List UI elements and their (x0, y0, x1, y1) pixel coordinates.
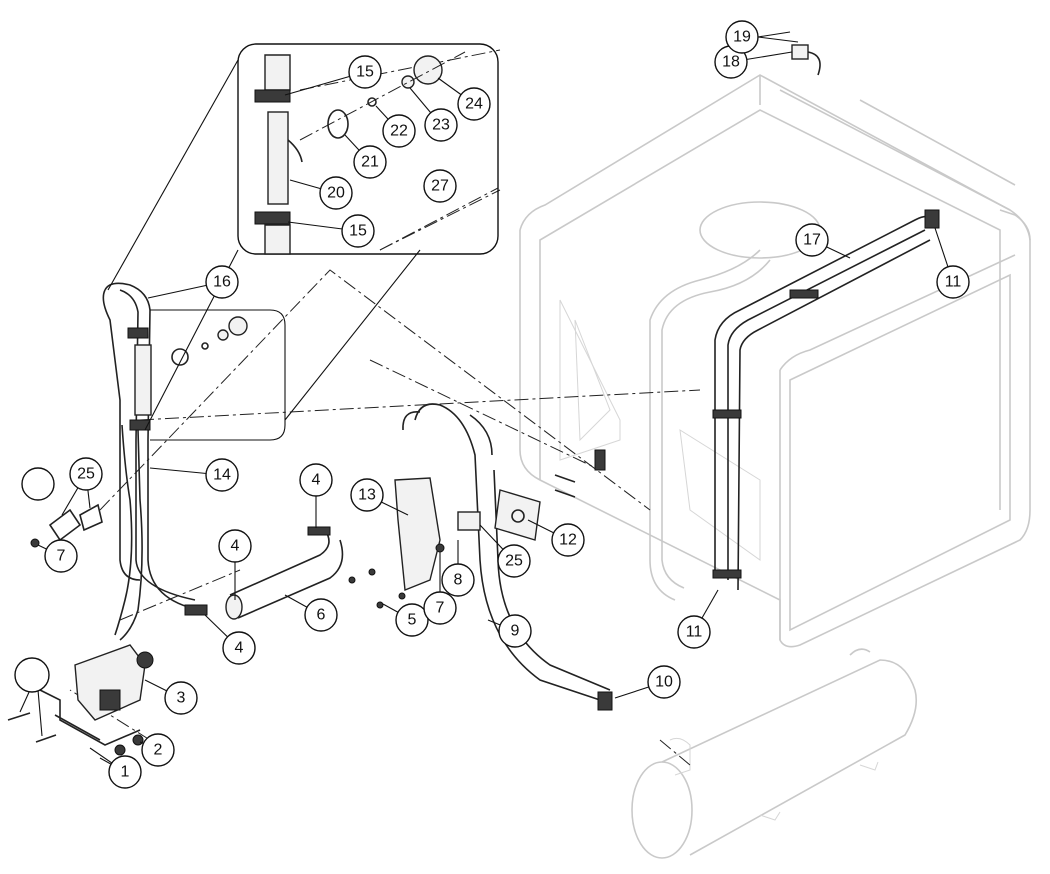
callout-22: 22 (390, 123, 408, 140)
callout-10: 10 (655, 674, 673, 691)
parts (7, 44, 940, 756)
callout-5: 5 (408, 612, 417, 629)
callout-20: 20 (327, 185, 345, 202)
callout-3: 3 (177, 690, 186, 707)
callout-17: 17 (803, 232, 821, 249)
callout-25-a: 25 (77, 466, 95, 483)
callout-11-a: 11 (945, 274, 962, 291)
callout-7-b: 7 (436, 600, 445, 617)
callout-15-a: 15 (356, 64, 374, 81)
callout-4-a: 4 (231, 538, 240, 555)
callout-8: 8 (454, 572, 463, 589)
callout-14: 14 (213, 467, 231, 484)
callout-27: 27 (431, 178, 449, 195)
callout-11-b: 11 (686, 624, 703, 641)
callout-9: 9 (511, 623, 520, 640)
inset-detail (107, 43, 499, 441)
centerlines (69, 49, 701, 766)
callout-12: 12 (559, 532, 577, 549)
callout-1: 1 (121, 764, 130, 781)
blank-callout-1 (21, 467, 55, 501)
callout-21: 21 (361, 154, 379, 171)
callout-24: 24 (465, 96, 483, 113)
callout-4-b: 4 (312, 472, 321, 489)
callout-4-c: 4 (235, 640, 244, 657)
callout-2: 2 (154, 742, 163, 759)
callout-18: 18 (722, 54, 740, 71)
blank-callout-2 (14, 657, 50, 693)
callouts: 1 2 3 4 4 4 5 6 7 7 (14, 20, 970, 789)
callout-15-b: 15 (349, 223, 367, 240)
callout-7-a: 7 (57, 548, 66, 565)
callout-6: 6 (317, 607, 326, 624)
ghost-cylinder-tank (631, 648, 918, 859)
ghost-tank (519, 74, 1031, 648)
callout-23: 23 (432, 117, 450, 134)
callout-16: 16 (213, 274, 231, 291)
callout-25-b: 25 (505, 553, 523, 570)
callout-13: 13 (358, 487, 376, 504)
callout-19: 19 (733, 29, 751, 46)
